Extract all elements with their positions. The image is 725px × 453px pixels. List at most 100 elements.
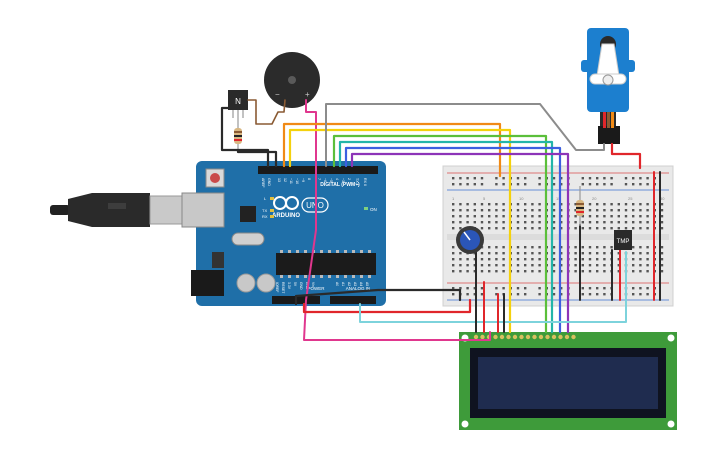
digital-pin-header[interactable] (258, 166, 378, 174)
breadboard-hole[interactable] (632, 258, 635, 261)
rail-hole[interactable] (624, 183, 628, 186)
breadboard-hole[interactable] (502, 246, 505, 249)
breadboard-hole[interactable] (632, 270, 635, 273)
breadboard-hole[interactable] (660, 252, 664, 255)
breadboard-hole[interactable] (603, 252, 606, 255)
breadboard-hole[interactable] (574, 221, 577, 224)
breadboard-hole[interactable] (617, 258, 620, 261)
wire-blue[interactable] (344, 146, 562, 334)
breadboard-hole[interactable] (596, 221, 599, 224)
wire-black-gnd[interactable] (294, 288, 462, 306)
breadboard-hole[interactable] (502, 209, 505, 212)
rail-hole[interactable] (495, 287, 498, 290)
breadboard-hole[interactable] (560, 246, 563, 249)
rail-hole[interactable] (480, 287, 484, 290)
breadboard-hole[interactable] (531, 264, 534, 267)
analog-pin-header[interactable] (330, 296, 376, 304)
breadboard-hole[interactable] (538, 246, 541, 249)
breadboard-hole[interactable] (581, 270, 584, 273)
breadboard-hole[interactable] (581, 221, 584, 224)
servo-connector[interactable] (598, 126, 620, 144)
rail-hole[interactable] (480, 293, 484, 296)
rail-hole[interactable] (524, 177, 527, 180)
lcd-pin[interactable] (493, 334, 498, 340)
rail-hole[interactable] (632, 183, 635, 186)
breadboard-hole[interactable] (560, 258, 563, 261)
breadboard-hole[interactable] (524, 258, 527, 261)
lcd-pin[interactable] (506, 334, 511, 340)
breadboard-hole[interactable] (531, 270, 534, 273)
wire-red-servo[interactable] (610, 142, 642, 170)
breadboard-hole[interactable] (495, 227, 498, 230)
breadboard-hole[interactable] (495, 221, 498, 224)
rail-hole[interactable] (560, 183, 563, 186)
breadboard-hole[interactable] (660, 270, 664, 273)
breadboard-hole[interactable] (488, 252, 491, 255)
breadboard-hole[interactable] (531, 209, 534, 212)
breadboard-hole[interactable] (574, 270, 577, 273)
wire-buzzer-minus[interactable] (247, 99, 286, 125)
rail-hole[interactable] (524, 287, 527, 290)
breadboard-hole[interactable] (610, 203, 613, 206)
lcd-pin[interactable] (532, 334, 537, 340)
rail-hole[interactable] (466, 183, 469, 186)
rail-hole[interactable] (452, 183, 455, 186)
breadboard-hole[interactable] (480, 252, 484, 255)
breadboard-hole[interactable] (588, 215, 592, 218)
rail-hole[interactable] (538, 177, 541, 180)
breadboard-hole[interactable] (603, 258, 606, 261)
breadboard-hole[interactable] (516, 270, 520, 273)
breadboard-hole[interactable] (480, 227, 484, 230)
breadboard-hole[interactable] (610, 246, 613, 249)
wire-teal[interactable] (338, 140, 554, 334)
rail-hole[interactable] (524, 183, 527, 186)
breadboard-hole[interactable] (538, 270, 541, 273)
breadboard-hole[interactable] (488, 203, 491, 206)
breadboard-hole[interactable] (646, 227, 649, 230)
rail-hole[interactable] (538, 183, 541, 186)
breadboard-hole[interactable] (502, 221, 505, 224)
breadboard-hole[interactable] (588, 264, 592, 267)
breadboard-hole[interactable] (617, 264, 620, 267)
lcd-pin[interactable] (564, 334, 570, 340)
breadboard-hole[interactable] (466, 221, 469, 224)
breadboard-hole[interactable] (538, 264, 541, 267)
rail-hole[interactable] (552, 293, 556, 296)
breadboard-hole[interactable] (588, 227, 592, 230)
breadboard-hole[interactable] (603, 209, 606, 212)
lcd-pin[interactable] (473, 334, 479, 340)
breadboard-hole[interactable] (581, 246, 584, 249)
breadboard-hole[interactable] (480, 209, 484, 212)
breadboard-hole[interactable] (531, 227, 534, 230)
breadboard-hole[interactable] (502, 258, 505, 261)
breadboard-hole[interactable] (596, 270, 599, 273)
breadboard-hole[interactable] (452, 258, 455, 261)
breadboard-hole[interactable] (603, 203, 606, 206)
breadboard-hole[interactable] (524, 252, 527, 255)
breadboard-hole[interactable] (639, 246, 642, 249)
breadboard-hole[interactable] (452, 227, 455, 230)
wire-resistor-to-pin[interactable] (236, 148, 278, 168)
breadboard-hole[interactable] (452, 203, 455, 206)
breadboard-hole[interactable] (660, 221, 664, 224)
breadboard-hole[interactable] (560, 270, 563, 273)
breadboard-hole[interactable] (459, 227, 462, 230)
breadboard-hole[interactable] (588, 221, 592, 224)
rail-hole[interactable] (632, 287, 635, 290)
breadboard-hole[interactable] (552, 215, 556, 218)
rail-hole[interactable] (495, 177, 498, 180)
rail-hole[interactable] (610, 177, 613, 180)
breadboard-hole[interactable] (632, 264, 635, 267)
potentiometer[interactable] (456, 226, 484, 254)
lcd-pin[interactable] (512, 334, 518, 340)
rail-hole[interactable] (495, 183, 498, 186)
rail-hole[interactable] (466, 293, 469, 296)
breadboard-hole[interactable] (639, 270, 642, 273)
breadboard-hole[interactable] (574, 227, 577, 230)
breadboard-hole[interactable] (560, 252, 563, 255)
breadboard-hole[interactable] (466, 258, 469, 261)
rail-hole[interactable] (588, 287, 592, 290)
rail-hole[interactable] (588, 177, 592, 180)
breadboard-hole[interactable] (646, 264, 649, 267)
rail-hole[interactable] (639, 287, 642, 290)
